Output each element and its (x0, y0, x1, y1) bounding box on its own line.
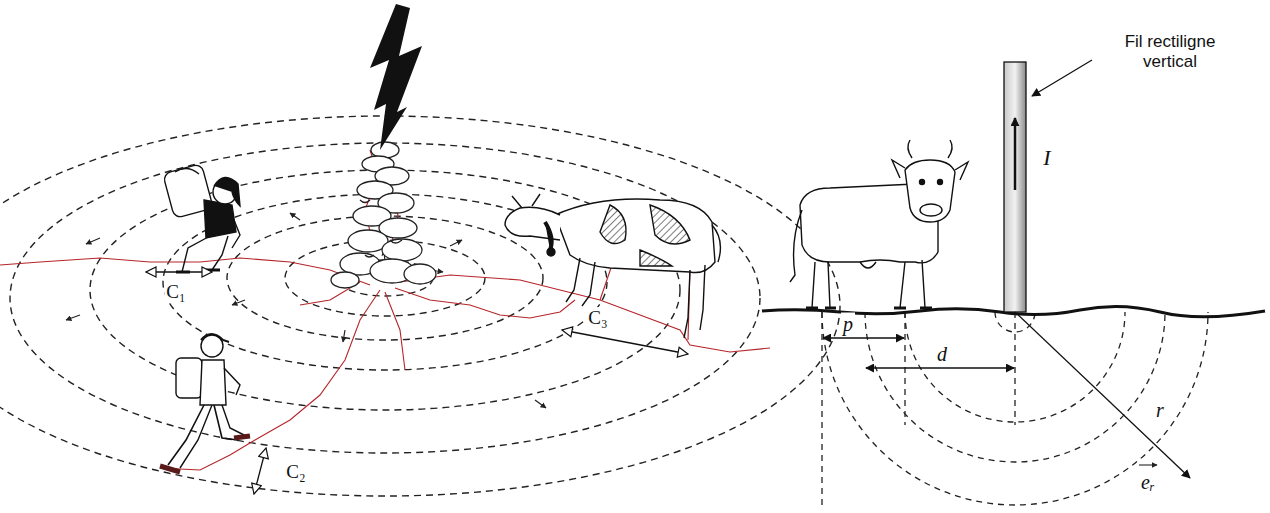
standing-cow (790, 140, 968, 308)
step-distance-arrows (146, 272, 688, 494)
vertical-wire (1004, 62, 1026, 312)
leader-line (1032, 60, 1092, 96)
step-label: C₃ (586, 307, 609, 329)
crouching-woman (163, 164, 240, 272)
hemispherical-equipotentials (822, 312, 1208, 505)
equipotential-rings (0, 116, 840, 496)
step-label: C₁ (164, 281, 187, 303)
dimension-label: d (935, 343, 949, 366)
current-paths (0, 150, 770, 470)
wire-caption: Fil rectiligne vertical (1103, 32, 1237, 71)
rock-cairn (331, 142, 436, 288)
current-arrow (1014, 118, 1017, 190)
dimension-arrows (823, 312, 1190, 478)
grazing-cow (505, 194, 720, 338)
lightning-bolt (370, 4, 422, 150)
walking-hiker (160, 334, 250, 472)
step-label: C₂ (284, 461, 307, 483)
dimension-label: r (1154, 399, 1166, 422)
dimension-label: p (841, 313, 855, 336)
unit-vector-label: eᵣ (1139, 471, 1157, 494)
current-arrows (66, 213, 546, 408)
current-symbol: I (1041, 145, 1052, 170)
